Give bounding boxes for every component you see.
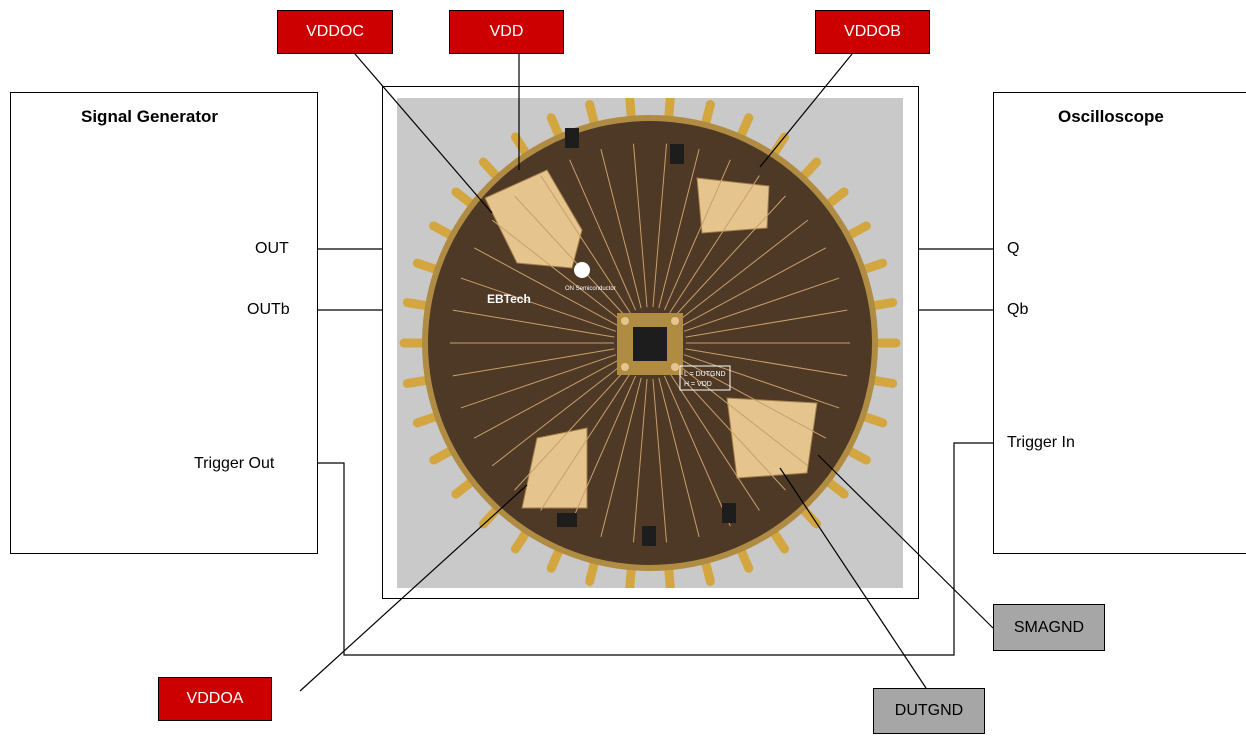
evaluation-board-photo: EBTech ON Semiconductor L = DUTGND H = V… [397, 98, 903, 588]
oscilloscope-box [993, 92, 1246, 554]
pcb-trace [452, 348, 615, 377]
pcb-trace [514, 195, 626, 317]
oscilloscope-qb-label: Qb [1007, 301, 1029, 318]
pcb-trace [540, 372, 631, 511]
pcb-trace [632, 143, 648, 308]
pcb-trace [569, 159, 636, 311]
pcb-trace [674, 195, 786, 317]
on-semi-logo [574, 262, 590, 278]
pcb-trace [473, 247, 619, 327]
pcb-trace [664, 375, 731, 527]
pcb-trace [678, 219, 809, 322]
pcb-trace [491, 219, 622, 322]
leader-vddob [759, 53, 853, 168]
pcb-trace [652, 143, 668, 308]
signal-generator-out-label: OUT [255, 240, 289, 257]
vddoc-label: VDDOC [277, 10, 393, 54]
jumper [722, 503, 736, 523]
signal-generator-trigger-out-label: Trigger Out [194, 455, 275, 472]
oscilloscope-trigger-in-label: Trigger In [1007, 434, 1075, 451]
pcb-trace [569, 375, 636, 527]
jumper [642, 526, 656, 546]
pcb-trace [685, 348, 848, 377]
pcb-trace [652, 378, 668, 543]
smagnd-label: SMAGND [993, 604, 1105, 651]
pcb-trace [669, 175, 760, 314]
pcb-trace [685, 309, 848, 338]
leader-dutgnd [779, 467, 927, 689]
jumper-note-line-1: L = DUTGND [684, 371, 726, 378]
pcb-traces [450, 143, 850, 543]
pcb-trace [600, 148, 642, 309]
pcb-trace [658, 377, 700, 538]
oscilloscope-q-label: Q [1007, 240, 1020, 257]
pcb-trace [683, 354, 840, 409]
vddob-label: VDDOB [815, 10, 930, 54]
pcb-trace [658, 148, 700, 309]
vddob-copper-pad [696, 177, 770, 234]
mount-hole [621, 363, 629, 371]
pcb-trace [683, 277, 840, 332]
leader-vddoa [299, 484, 528, 692]
oscilloscope-title: Oscilloscope [1058, 107, 1164, 126]
dut-chip [633, 327, 667, 361]
dutgnd-label: DUTGND [873, 688, 985, 734]
pcb-trace [491, 364, 622, 467]
mount-hole [671, 363, 679, 371]
pcb-trace [681, 359, 827, 439]
pcb-trace [452, 309, 615, 338]
pcb-trace [678, 364, 809, 467]
signal-generator-outb-label: OUTb [247, 301, 290, 318]
pcb-trace [460, 277, 617, 332]
pcb-trace [460, 354, 617, 409]
pcb-trace [600, 377, 642, 538]
signal-generator-title: Signal Generator [81, 107, 218, 126]
leader-vddoc [354, 53, 493, 214]
vddoa-copper-pad [521, 427, 588, 509]
signal-generator-box [10, 92, 318, 554]
vdd-label: VDD [449, 10, 564, 54]
jumper [557, 513, 577, 527]
jumper [565, 128, 579, 148]
board-maker: ON Semiconductor [565, 286, 616, 292]
pcb-trace [669, 372, 760, 511]
pcb-trace [681, 247, 827, 327]
pcb-trace [632, 378, 648, 543]
pcb-trace [664, 159, 731, 311]
mount-hole [621, 317, 629, 325]
wire-trigger [318, 442, 993, 656]
pcb-trace [473, 359, 619, 439]
jumper-note-box [679, 365, 731, 391]
vddoa-label: VDDOA [158, 677, 272, 721]
leader-smagnd [817, 454, 994, 629]
board-logo: EBTech [487, 292, 531, 306]
pcb-trace [514, 369, 626, 491]
jumper [670, 144, 684, 164]
jumper-note-line-2: H = VDD [684, 381, 712, 388]
pcb-trace [540, 175, 631, 314]
mount-hole [671, 317, 679, 325]
